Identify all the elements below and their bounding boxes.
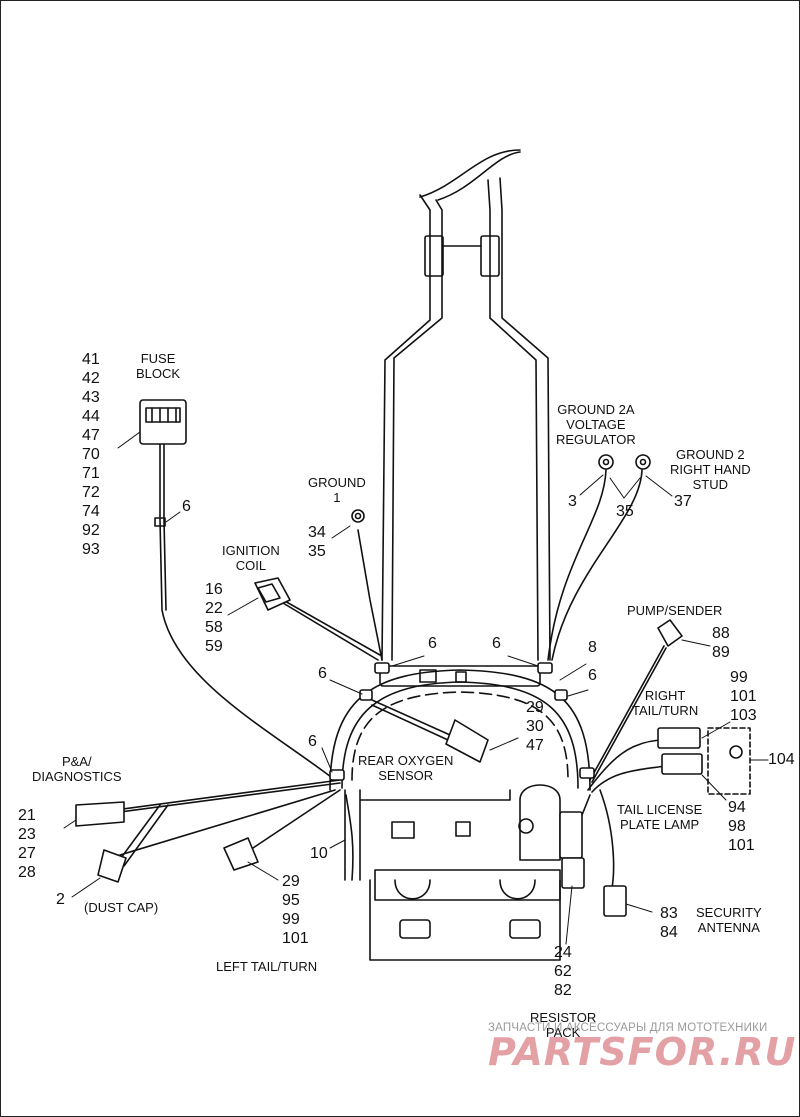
ground-shared-part: 35 <box>616 503 634 520</box>
pa-diagnostics-label: P&A/DIAGNOSTICS <box>32 754 122 784</box>
harness-callout-10: 10 <box>310 845 328 862</box>
lamp-box-callout: 104 <box>768 751 795 768</box>
frame-tubes <box>381 149 551 661</box>
left-tail-label: LEFT TAIL/TURN <box>216 959 318 974</box>
clip-callout-b: 6 <box>492 635 501 652</box>
components <box>75 399 751 917</box>
watermark-logo: PARTSFOR.RU <box>488 1030 797 1074</box>
clip-callout-c: 6 <box>318 665 327 682</box>
dust-cap-label: (DUST CAP) <box>84 900 159 915</box>
leader-lines <box>63 431 769 945</box>
harness-clips <box>329 662 595 781</box>
clip-callout-a: 6 <box>428 635 437 652</box>
clip-callout-d: 6 <box>308 733 317 750</box>
watermark-tagline: ЗАПЧАСТИ И АКСЕССУАРЫ ДЛЯ МОТОТЕХНИКИ <box>488 1022 768 1034</box>
dust-cap-part: 2 <box>56 891 65 908</box>
rear-fender <box>329 665 591 961</box>
clip-callout-f: 8 <box>588 639 597 656</box>
harness-wires <box>99 439 667 889</box>
clip-callout-e: 6 <box>588 667 597 684</box>
fuse-clip-callout: 6 <box>182 498 191 515</box>
ground2-part: 37 <box>674 493 692 510</box>
ground2a-part: 3 <box>568 493 577 510</box>
pump-sender-label: PUMP/SENDER <box>627 603 723 618</box>
